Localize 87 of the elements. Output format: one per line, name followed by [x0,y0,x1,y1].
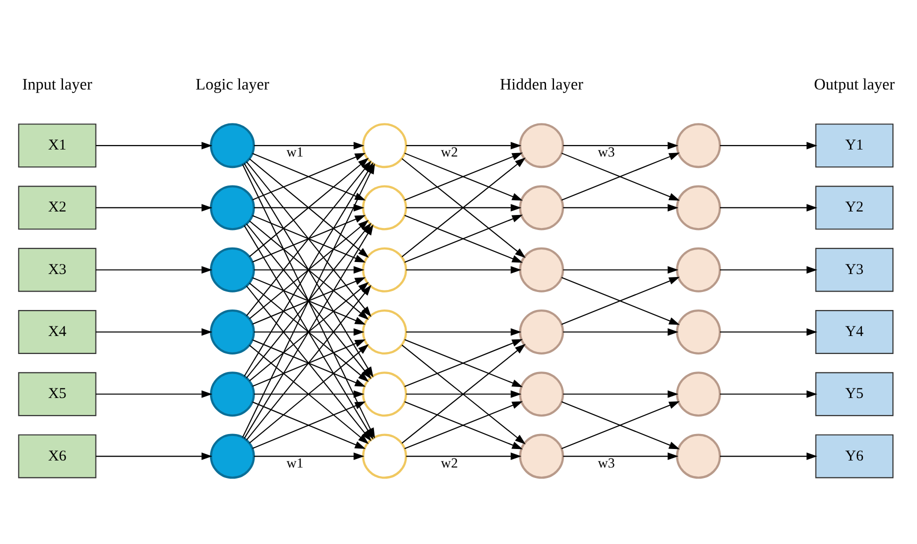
arrow [720,204,818,212]
node-circle [362,123,408,168]
arrow [254,452,364,460]
edge-label: w1 [286,146,304,161]
arrow [720,328,818,336]
arrow [720,142,818,150]
arrow [254,142,364,150]
node-box: X1 [18,124,96,168]
node-box: Y5 [815,372,894,416]
node-circle [210,310,255,354]
node-box: Y2 [815,186,894,230]
arrow [720,390,818,398]
node-circle [362,372,408,417]
arrow [96,328,212,336]
node-circle [210,372,255,417]
node-box: X3 [18,248,96,292]
node-box: Y3 [815,248,894,292]
edge-label: w1 [286,456,304,472]
edge-label: w2 [440,146,458,161]
node-circle [210,123,255,168]
node-circle [362,247,408,292]
edge-label: w3 [598,146,615,161]
node-circle [676,310,721,354]
arrow [563,328,678,336]
arrow [96,390,212,398]
arrow [96,142,212,150]
arrow [254,390,364,398]
arrow [404,339,523,388]
node-circle [519,185,564,230]
node-circle [676,247,721,292]
label: Input layer [22,76,92,94]
node-circle [210,247,255,292]
arrow [252,402,366,449]
node-circle [362,434,408,479]
arrow [404,401,523,450]
arrow [561,152,680,201]
node-circle [519,310,564,354]
node-box: X5 [18,372,96,416]
label: Output layer [814,76,895,94]
edge-label: w3 [598,456,615,472]
arrow [406,204,522,212]
node-circle [519,372,564,417]
arrow [252,339,366,387]
label: Logic layer [196,76,270,94]
arrow [404,214,523,263]
node-circle [676,185,721,230]
arrow [252,277,366,325]
arrow [720,266,818,274]
arrow [96,452,212,460]
node-circle [519,123,564,168]
node-circle [210,434,255,479]
arrow [563,204,678,212]
node-box: Y1 [815,124,894,168]
node-circle [519,247,564,292]
node-circle [676,123,721,168]
node-box: Y6 [815,434,894,478]
edge-label: w2 [440,456,458,472]
node-box: X2 [18,186,96,230]
arrow [406,328,522,336]
arrow [563,452,678,460]
arrow [563,266,678,274]
arrow [254,328,364,336]
node-circle [676,372,721,417]
node-circle [362,310,408,354]
node-circle [676,434,721,479]
arrow [254,204,364,212]
arrow [96,204,212,212]
arrow [561,401,680,450]
arrow [406,266,522,274]
arrow [404,152,523,201]
arrow [561,276,680,325]
arrow [563,142,678,150]
arrow [406,390,522,398]
arrow [406,142,522,150]
node-box: X6 [18,434,96,478]
node-box: X4 [18,310,96,354]
node-box: Y4 [815,310,894,354]
label: Hidden layer [500,76,584,94]
arrow [406,452,522,460]
arrow [563,390,678,398]
node-circle [362,185,408,230]
node-circle [519,434,564,479]
arrow [720,452,818,460]
arrow [252,215,366,262]
node-circle [210,185,255,230]
arrow [96,266,212,274]
arrow [254,266,364,274]
